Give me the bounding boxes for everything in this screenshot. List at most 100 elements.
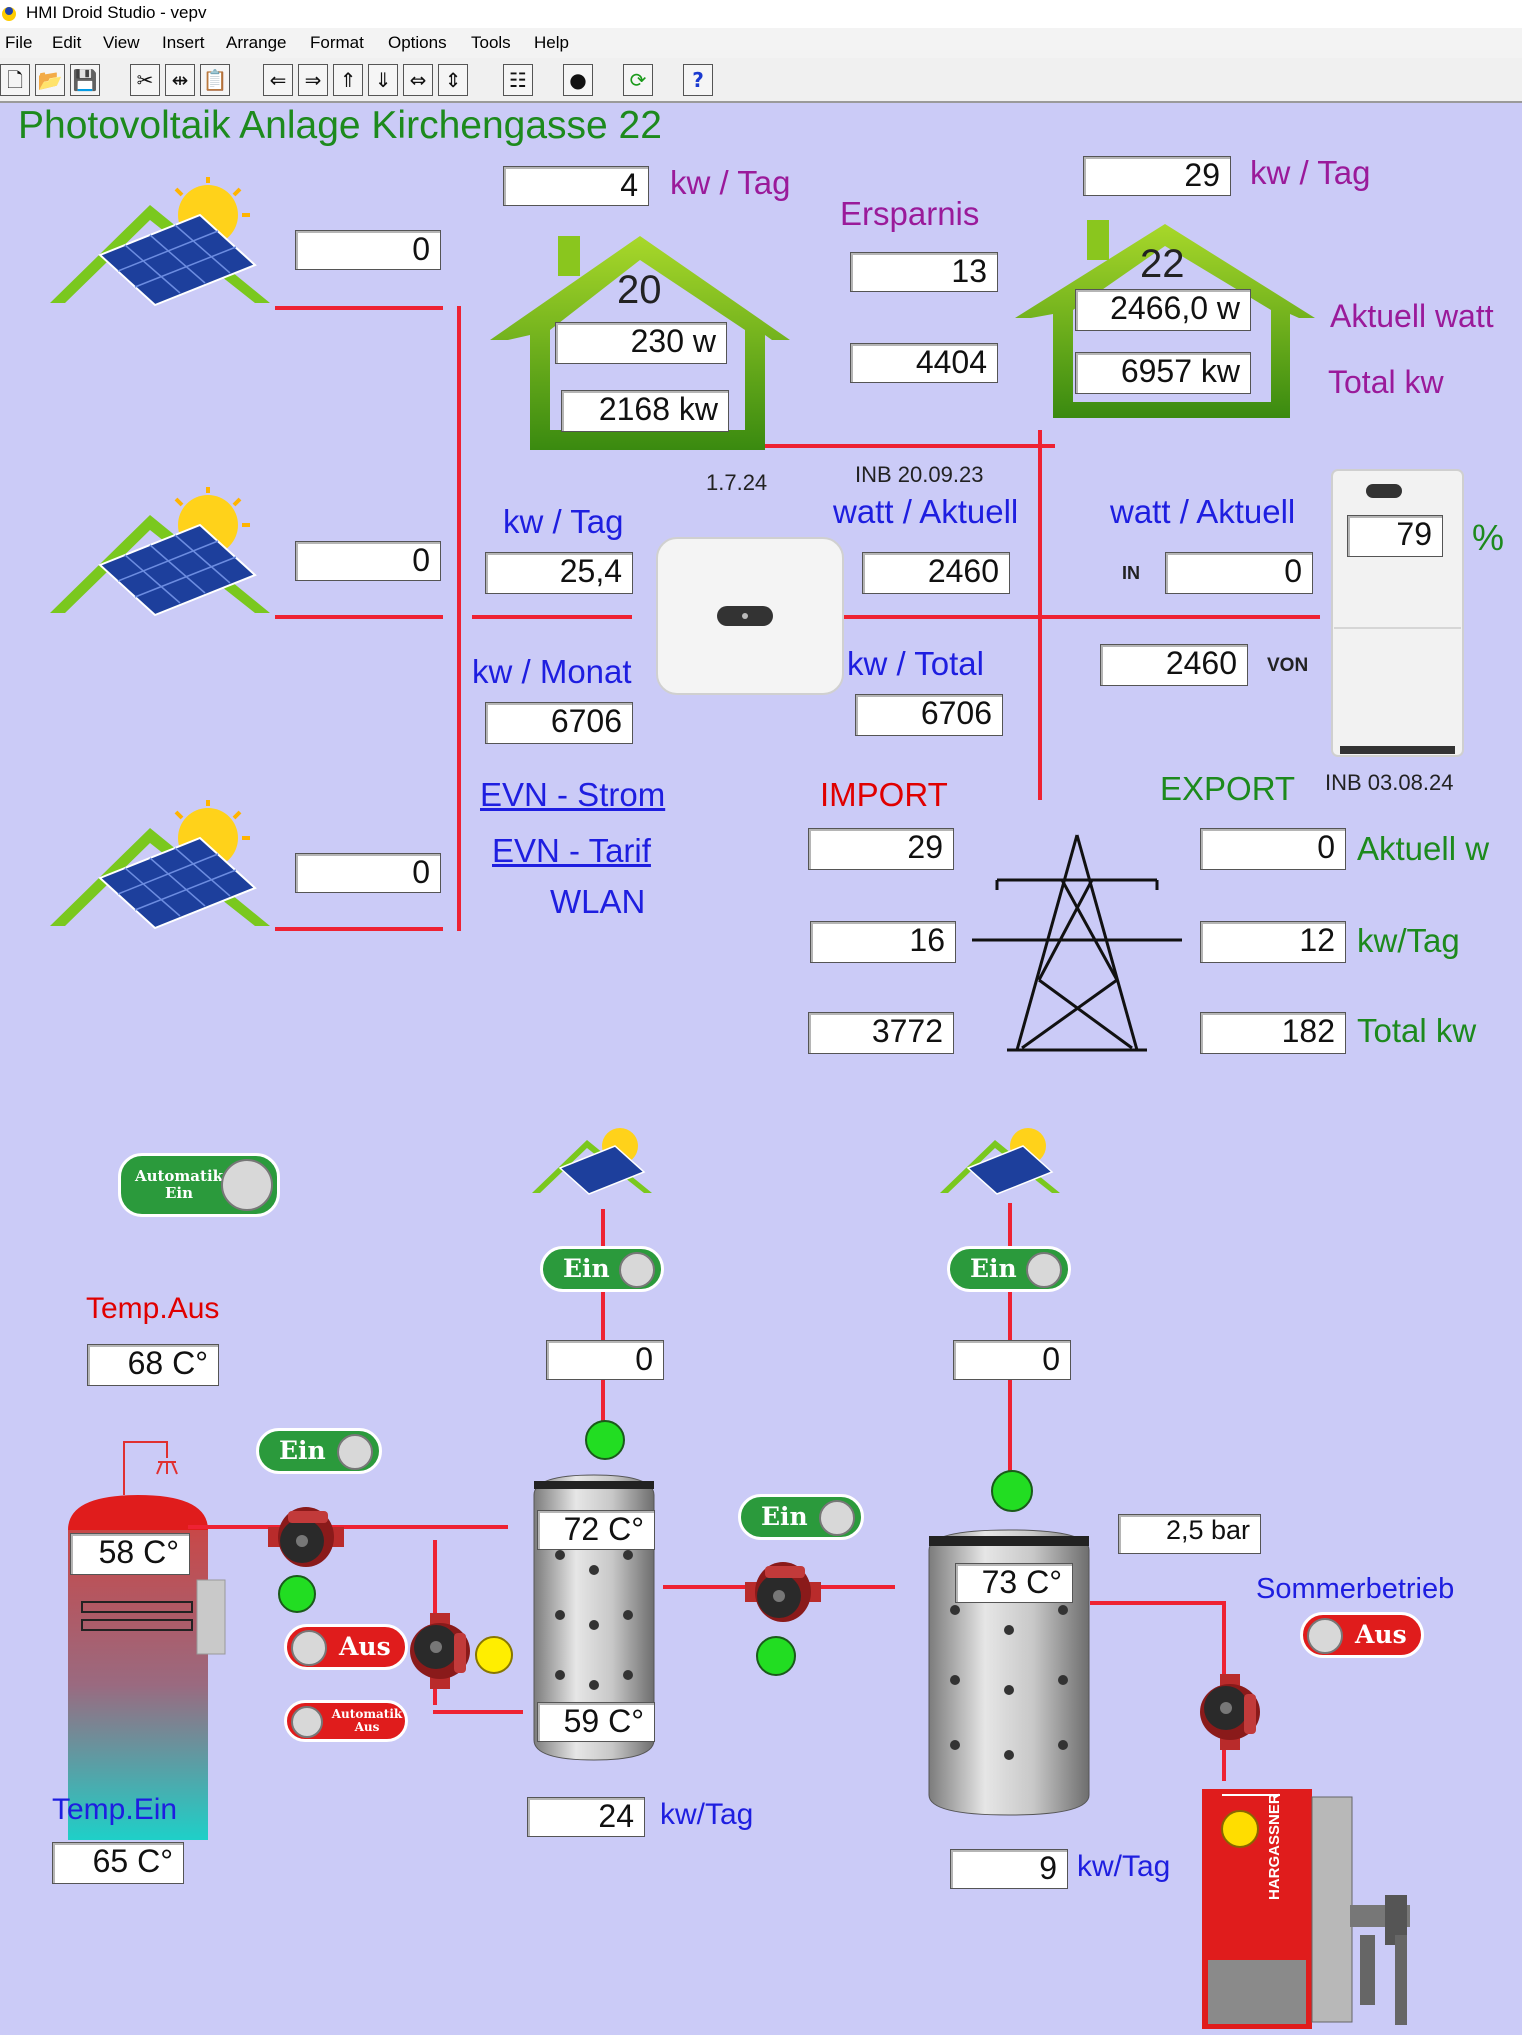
pipe-line [188, 1525, 508, 1529]
pump1-toggle[interactable]: Ein [256, 1428, 382, 1474]
pipe-line [1090, 1601, 1226, 1605]
link-evn-tarif[interactable]: EVN - Tarif [492, 832, 651, 869]
battery-in-value: 0 [1165, 552, 1313, 594]
new-file-icon[interactable]: 🗋 [0, 64, 30, 96]
tank2-toggle-label: Ein [970, 1254, 1017, 1283]
export-value-1: 0 [1200, 828, 1346, 870]
link-wlan[interactable]: WLAN [550, 883, 646, 920]
menu-tools[interactable]: Tools [471, 33, 511, 52]
house22-aktuell-label: Aktuell watt [1330, 298, 1494, 334]
cut-icon[interactable]: ✂ [130, 64, 160, 96]
solar-roof-icon-small [939, 1127, 1061, 1195]
pipe-line [601, 1209, 605, 1424]
menu-format[interactable]: Format [310, 33, 364, 52]
ersparnis-value-1: 13 [850, 252, 998, 292]
temp-aus-label: Temp.Aus [86, 1292, 220, 1325]
menu-view[interactable]: View [103, 33, 140, 52]
menu-options[interactable]: Options [388, 33, 447, 52]
paste-icon[interactable]: 📋 [200, 64, 230, 96]
house22-watt: 2466,0 w [1075, 289, 1251, 331]
toggle-knob [619, 1252, 655, 1288]
boiler-temp-value: 58 C° [70, 1533, 190, 1575]
export-value-3: 182 [1200, 1012, 1346, 1054]
pipe-line [275, 927, 443, 931]
house20-kw-tag-label: kw / Tag [670, 164, 791, 201]
resize-vertical-icon[interactable]: ⇕ [438, 64, 468, 96]
status-indicator [278, 1575, 316, 1613]
pressure-value: 2,5 bar [1118, 1514, 1261, 1554]
battery-storage-icon [1331, 469, 1464, 757]
tank2-kw-tag-label: kw/Tag [1077, 1850, 1171, 1883]
pipe-line [472, 615, 632, 619]
aus-toggle[interactable]: Aus [284, 1624, 408, 1670]
temp-ein-value: 65 C° [52, 1842, 184, 1884]
inverter-kw-total-value: 6706 [855, 694, 1003, 736]
solar-roof-icon-small [531, 1127, 653, 1195]
menu-edit[interactable]: Edit [52, 33, 82, 52]
ersparnis-value-2: 4404 [850, 343, 998, 383]
import-value-1: 29 [808, 828, 954, 870]
menu-help[interactable]: Help [534, 33, 569, 52]
arrow-down-icon[interactable]: ⇓ [368, 64, 398, 96]
inverter-watt-label: watt / Aktuell [833, 493, 1019, 530]
house20-total: 2168 kw [561, 390, 729, 432]
automatik-aus-toggle[interactable]: Automatik Aus [284, 1700, 408, 1742]
export-unit-2: kw/Tag [1357, 922, 1460, 959]
inverter-date: 1.7.24 [706, 470, 768, 495]
arrow-right-icon[interactable]: ⇒ [298, 64, 328, 96]
export-label: EXPORT [1160, 770, 1296, 807]
save-icon[interactable]: 💾 [70, 64, 100, 96]
battery-inb-label: INB 03.08.24 [1325, 770, 1454, 795]
battery-von-value: 2460 [1100, 644, 1248, 686]
status-indicator [991, 1470, 1033, 1512]
link-evn-strom[interactable]: EVN - Strom [480, 776, 666, 813]
open-folder-icon[interactable]: 📂 [35, 64, 65, 96]
import-value-2: 16 [810, 921, 956, 963]
automatik-ein-toggle[interactable]: Automatik Ein [118, 1153, 280, 1217]
app-logo-icon [2, 7, 16, 21]
aus-toggle-label: Aus [339, 1632, 391, 1661]
solar-roof-icon-3 [48, 798, 272, 930]
toggle-knob [291, 1630, 327, 1666]
furnace-icon [1202, 1789, 1410, 2029]
pump-icon [745, 1562, 821, 1622]
inverter-kw-total-label: kw / Total [847, 645, 984, 682]
house22-total-label: Total kw [1328, 364, 1444, 400]
status-indicator [756, 1636, 796, 1676]
battery-percent-value: 79 [1347, 515, 1443, 557]
panel-value-3: 0 [295, 853, 441, 893]
house20-number: 20 [617, 268, 662, 312]
export-unit-1: Aktuell w [1357, 830, 1490, 867]
tank1-kw-tag-label: kw/Tag [660, 1798, 754, 1831]
help-icon[interactable]: ? [683, 64, 713, 96]
pipe-line [275, 306, 443, 310]
sommerbetrieb-toggle[interactable]: Aus [1300, 1612, 1424, 1658]
tank2-top-temp: 73 C° [955, 1563, 1073, 1603]
menu-insert[interactable]: Insert [162, 33, 205, 52]
house-icon [1015, 220, 1315, 418]
solar-roof-icon-1 [48, 175, 272, 307]
sommerbetrieb-toggle-label: Aus [1355, 1620, 1407, 1649]
house22-number: 22 [1140, 242, 1185, 286]
tank1-toggle[interactable]: Ein [540, 1246, 664, 1292]
sommerbetrieb-label: Sommerbetrieb [1256, 1573, 1455, 1605]
toggle-knob [819, 1500, 855, 1536]
refresh-icon[interactable]: ⟳ [623, 64, 653, 96]
tank2-toggle[interactable]: Ein [947, 1246, 1071, 1292]
arrow-left-icon[interactable]: ⇐ [263, 64, 293, 96]
title-bar: HMI Droid Studio - vepv [0, 0, 1522, 29]
panel-value-2: 0 [295, 541, 441, 581]
menu-bar: File Edit View Insert Arrange Format Opt… [0, 28, 1522, 58]
record-icon[interactable]: ● [563, 64, 593, 96]
inverter-kw-monat-value: 6706 [485, 702, 633, 744]
arrow-up-icon[interactable]: ⇑ [333, 64, 363, 96]
properties-icon[interactable]: ☷ [503, 64, 533, 96]
house20-kw-tag-value: 4 [503, 166, 649, 206]
menu-arrange[interactable]: Arrange [226, 33, 287, 52]
resize-horizontal-icon[interactable]: ⇔ [403, 64, 433, 96]
inverter-kw-tag-label: kw / Tag [503, 503, 624, 540]
temp-aus-value: 68 C° [87, 1344, 219, 1386]
pump2-toggle[interactable]: Ein [738, 1494, 864, 1540]
mirror-icon[interactable]: ⇹ [165, 64, 195, 96]
menu-file[interactable]: File [5, 33, 33, 52]
